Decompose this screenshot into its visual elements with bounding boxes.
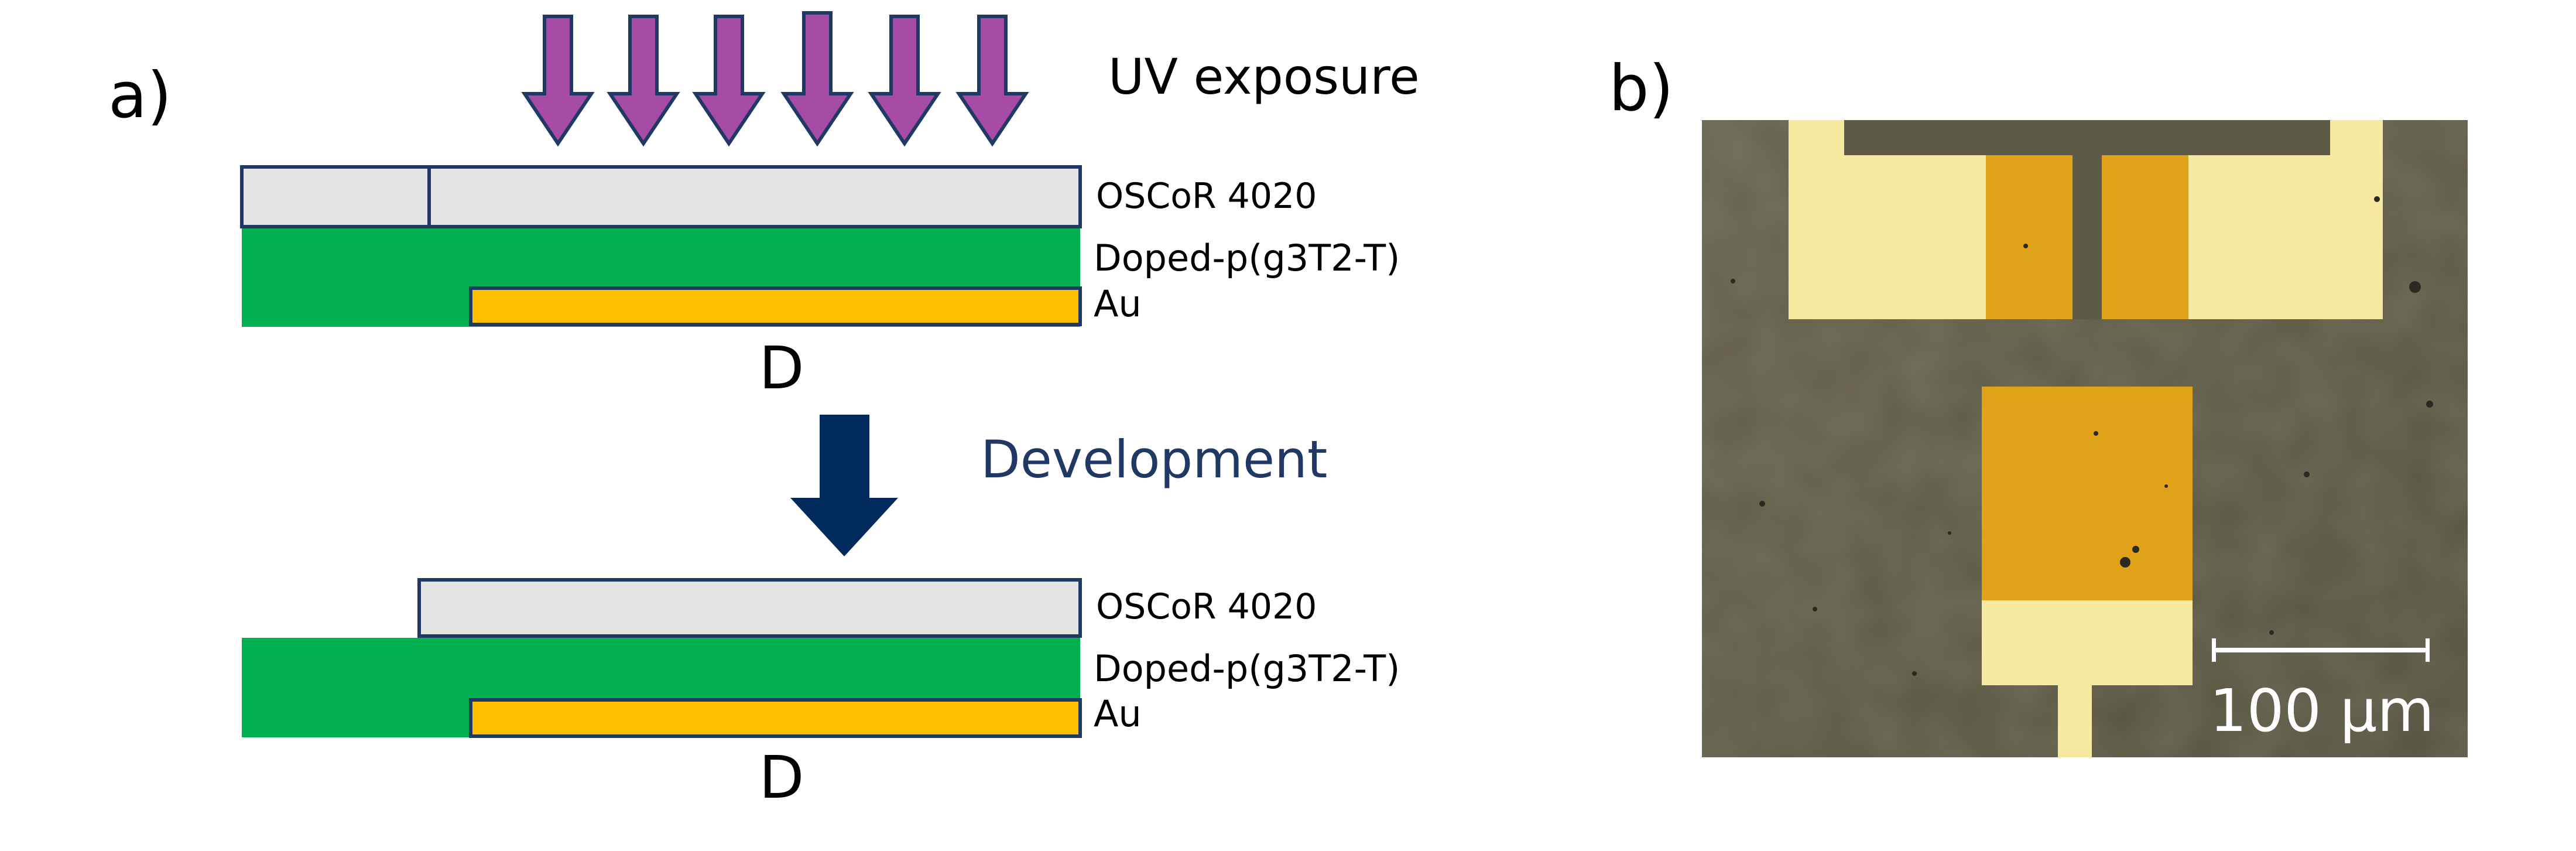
uv-arrow [780, 11, 854, 147]
scale-bar-tick-left [2212, 638, 2216, 662]
scale-bar-line [2212, 648, 2430, 652]
development-label: Development [981, 429, 1327, 490]
panel-a-label: a) [108, 59, 172, 132]
source-electrode-under-film [1986, 155, 2073, 319]
layer-label-polymer: Doped-p(g3T2-T) [1094, 647, 1400, 690]
scale-bar-tick-right [2426, 638, 2430, 662]
uv-arrow [692, 15, 766, 147]
layer-label-gold: Au [1094, 282, 1142, 325]
electrode-gap [2073, 155, 2102, 319]
scale-bar-label: 100 µm [2210, 676, 2434, 745]
scale-bar: 100 µm [2210, 638, 2434, 745]
panel-b-label: b) [1609, 52, 1674, 125]
gold-electrode [469, 286, 1082, 326]
particles [1731, 196, 2433, 676]
gate-lead [2058, 685, 2092, 757]
layer-label-polymer: Doped-p(g3T2-T) [1094, 237, 1400, 279]
layer-label-gold: Au [1094, 692, 1142, 735]
panel-b: b) [1609, 52, 2468, 757]
top-stack: OSCoR 4020 Doped-p(g3T2-T) Au D [240, 165, 1400, 402]
photoresist-layer-unexposed [240, 165, 431, 228]
panel-a: a) UV exposure OSCoR 4020 Doped-p(g3T2-T… [108, 11, 1420, 812]
bottom-stack: OSCoR 4020 Doped-p(g3T2-T) Au D [242, 578, 1400, 812]
photoresist-layer-exposed [427, 165, 1082, 228]
drain-electrode-under-film [2102, 155, 2188, 319]
uv-arrows [521, 11, 1029, 147]
drain-label: D [759, 743, 804, 812]
gate-pad-exposed [1982, 600, 2193, 685]
uv-arrow [868, 15, 941, 147]
gate-pad [1982, 387, 2193, 600]
photoresist-layer [417, 578, 1082, 638]
drain-label: D [759, 334, 804, 402]
development-arrow [790, 415, 898, 556]
uv-arrow [607, 15, 680, 147]
uv-arrow [521, 15, 595, 147]
gold-electrode [469, 698, 1082, 738]
uv-exposure-label: UV exposure [1108, 48, 1420, 105]
layer-label-resist: OSCoR 4020 [1096, 176, 1317, 217]
uv-arrow [955, 15, 1029, 147]
micrograph: 100 µm [1702, 120, 2468, 757]
layer-label-resist: OSCoR 4020 [1096, 586, 1317, 627]
frame-gap [1844, 120, 2330, 155]
